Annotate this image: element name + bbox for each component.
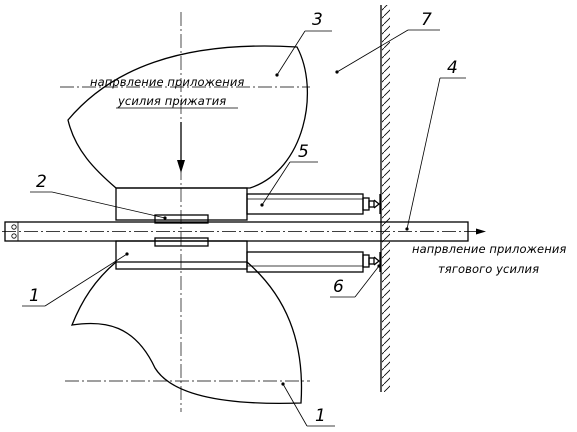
traction-force-label-2: тягового усилия xyxy=(438,262,539,276)
callout-5: 5 xyxy=(298,142,309,162)
leader-lines xyxy=(22,29,466,427)
upper-cylinder xyxy=(246,193,381,215)
wall xyxy=(380,5,390,392)
pressing-force-label-2: усилия прижатия xyxy=(117,94,226,108)
callout-4: 4 xyxy=(447,58,458,78)
callout-7: 7 xyxy=(421,10,432,30)
callout-2: 2 xyxy=(36,172,47,192)
lower-roller xyxy=(70,261,303,405)
callout-6: 6 xyxy=(333,277,344,297)
lower-clamp-block xyxy=(115,240,248,270)
callout-1-upper: 1 xyxy=(29,286,40,306)
callout-1-lower: 1 xyxy=(315,406,326,426)
upper-insert xyxy=(154,214,209,224)
pressing-force-label-1: напрвление приложения xyxy=(90,75,244,89)
pressing-force-arrow xyxy=(177,122,185,173)
traction-force-label-1: напрвление приложения xyxy=(412,242,566,256)
upper-roller xyxy=(67,45,309,189)
lower-insert xyxy=(154,237,209,247)
lower-cylinder xyxy=(246,251,381,273)
traction-rod xyxy=(2,221,486,242)
callout-3: 3 xyxy=(312,10,323,30)
